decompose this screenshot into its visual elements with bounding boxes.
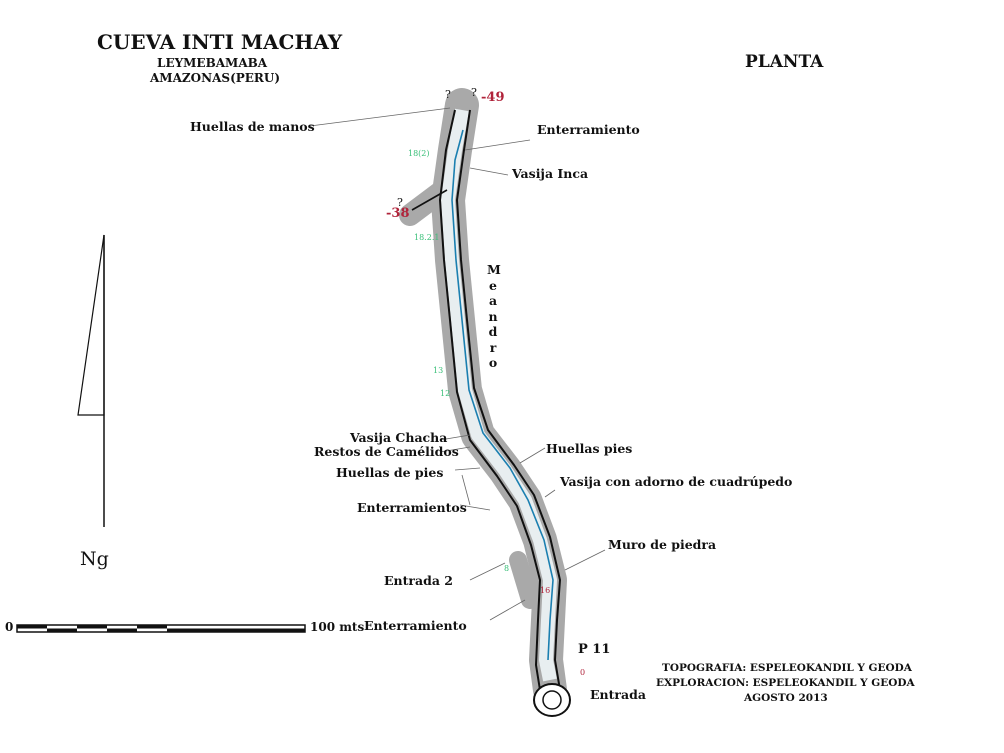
cave-wall-left [439, 109, 541, 691]
station-label: 18.2.1 [414, 233, 440, 242]
side-wall [411, 189, 448, 211]
passage-floor [441, 108, 557, 682]
map-subtitle-district: LEYMEBAMABA [157, 56, 268, 70]
entrance-shaft [533, 683, 571, 717]
label-entrada-2: Entrada 2 [384, 573, 453, 588]
cave-wall-right [456, 109, 561, 691]
depth-top: -49 [481, 90, 505, 105]
label-restos-camelidos: Restos de Camélidos [314, 444, 459, 459]
credit-exploracion: EXPLORACION: ESPELEOKANDIL Y GEODA [656, 677, 915, 689]
stream [451, 129, 554, 661]
label-huellas-pies-left: Huellas de pies [336, 465, 444, 480]
leader-lines [309, 107, 606, 621]
label-vasija-inca: Vasija Inca [512, 166, 589, 181]
label-enterramiento-bottom: Enterramiento [364, 618, 467, 633]
credit-topografia: TOPOGRAFIA: ESPELEOKANDIL Y GEODA [662, 662, 912, 674]
label-meandro: Meandro [487, 262, 501, 370]
scale-bar [16, 624, 306, 633]
label-p11: P 11 [578, 642, 611, 657]
scale-start: 0 [5, 620, 14, 634]
station-label: 8 [504, 564, 510, 573]
entrance-shaft-inner [542, 690, 562, 710]
label-enterramientos: Enterramientos [357, 500, 467, 515]
station-label: 13 [433, 366, 444, 375]
label-entrada: Entrada [590, 687, 646, 702]
north-arrow-head [77, 234, 105, 416]
station-label: 12 [440, 389, 451, 398]
station-label: 18(2) [408, 149, 430, 158]
label-vasija-adorno: Vasija con adorno de cuadrúpedo [560, 474, 793, 489]
map-title: CUEVA INTI MACHAY [97, 30, 343, 54]
station-16: 16 [540, 586, 551, 595]
credit-fecha: AGOSTO 2013 [744, 692, 828, 704]
map-subtitle-region: AMAZONAS(PERU) [150, 71, 281, 85]
station-0: 0 [580, 668, 586, 677]
view-label: PLANTA [745, 52, 824, 72]
label-enterramiento-top: Enterramiento [537, 122, 640, 137]
scale-end: 100 mts [310, 620, 365, 634]
label-muro-piedra: Muro de piedra [608, 537, 717, 552]
entrance2-passage [509, 551, 539, 609]
unknown-mark-1: ? [445, 88, 451, 101]
unknown-mark-3: ? [397, 196, 403, 209]
label-vasija-chacha: Vasija Chacha [350, 430, 448, 445]
label-huellas-manos: Huellas de manos [190, 119, 315, 134]
unknown-mark-2: ? [471, 86, 477, 99]
label-huellas-pies-right: Huellas pies [546, 441, 633, 456]
north-label: Ng [80, 548, 109, 570]
depth-left: -38 [386, 206, 410, 221]
